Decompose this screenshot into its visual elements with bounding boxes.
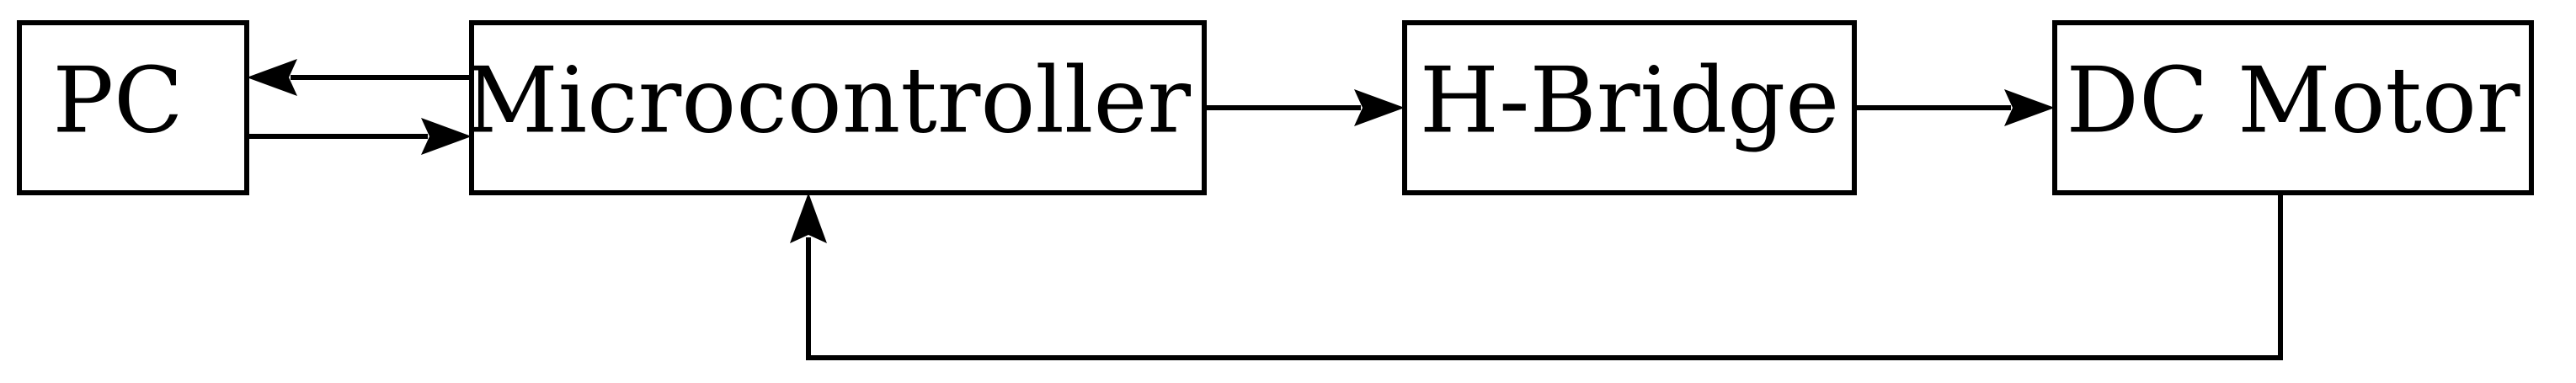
block-hbridge-label: H-Bridge [1420, 48, 1839, 153]
arrowhead-into-dcmotor [2004, 89, 2055, 126]
wire-feedback-loop [806, 193, 2283, 360]
arrowhead-into-hbridge [1354, 89, 1405, 126]
block-hbridge-box [1402, 20, 1857, 195]
block-microcontroller: Microcontroller [465, 20, 1207, 195]
arrowhead-into-pc [247, 59, 297, 96]
block-pc-box [17, 20, 249, 195]
connection-microcontroller-to-hbridge [1204, 89, 1405, 126]
connection-pc-to-microcontroller [247, 118, 472, 155]
block-dcmotor: DC Motor [2052, 20, 2534, 195]
block-hbridge: H-Bridge [1402, 20, 1857, 195]
connection-microcontroller-to-pc [247, 59, 472, 96]
arrowhead-feedback-into-microcontroller [790, 193, 827, 243]
block-dcmotor-box [2052, 20, 2534, 195]
connection-dcmotor-feedback-to-microcontroller [790, 193, 2283, 360]
arrowhead-into-microcontroller [421, 118, 472, 155]
block-microcontroller-label: Microcontroller [465, 48, 1191, 153]
block-microcontroller-box [469, 20, 1207, 195]
block-pc: PC [17, 20, 249, 195]
block-dcmotor-label: DC Motor [2066, 48, 2520, 153]
block-pc-label: PC [52, 48, 183, 153]
connection-hbridge-to-dcmotor [1854, 89, 2055, 126]
